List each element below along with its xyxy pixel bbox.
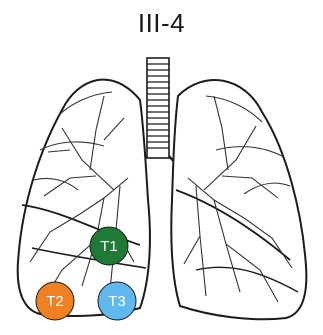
tumor-t1: T1 xyxy=(90,227,128,265)
right-lung xyxy=(18,80,150,316)
tumor-t1-label: T1 xyxy=(100,238,118,255)
tumor-t2-label: T2 xyxy=(46,293,64,310)
tumor-t3-label: T3 xyxy=(108,293,126,310)
tumor-t2: T2 xyxy=(36,282,74,320)
left-lung xyxy=(171,80,306,319)
tumor-t3: T3 xyxy=(98,282,136,320)
